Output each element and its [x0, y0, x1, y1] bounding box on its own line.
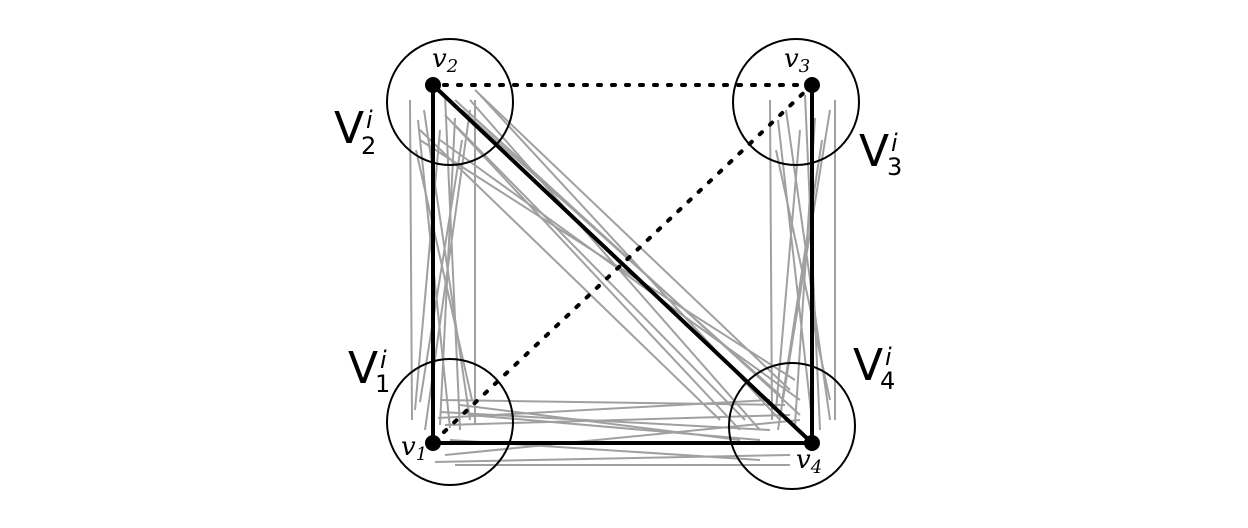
- svg-text:4: 4: [880, 367, 895, 395]
- background-edges: [409, 89, 836, 466]
- background-edge: [434, 454, 791, 463]
- background-edge: [444, 419, 801, 456]
- background-edge: [444, 94, 461, 431]
- vertex-dot-v1: [425, 435, 441, 451]
- svg-text:1: 1: [375, 370, 390, 398]
- background-edge: [419, 139, 463, 403]
- svg-text:3: 3: [887, 153, 902, 181]
- background-edge: [439, 399, 786, 406]
- solid-edges: [431, 83, 814, 445]
- set-label-v4: V i 4: [853, 340, 895, 395]
- cluster-circle-v3: [732, 38, 860, 166]
- vertex-dot-v4: [804, 435, 820, 451]
- set-label-v3: V i 3: [859, 126, 902, 181]
- vertex-dots: [425, 77, 820, 451]
- background-edge: [419, 129, 721, 421]
- set-label-v2: V i 2: [334, 103, 376, 160]
- svg-text:i: i: [380, 346, 387, 374]
- background-edge: [469, 414, 761, 441]
- solid-edge-v2-v4: [431, 83, 814, 445]
- background-edge: [777, 119, 813, 421]
- background-edge: [414, 129, 441, 411]
- svg-text:i: i: [885, 343, 892, 371]
- svg-text:2: 2: [361, 132, 376, 160]
- cluster-circle-v1: [386, 358, 514, 486]
- cluster-circles: [386, 38, 860, 490]
- vertex-dot-v2: [425, 77, 441, 93]
- cluster-circle-v4: [728, 362, 856, 490]
- cluster-circle-v2: [386, 38, 514, 166]
- vertex-label-v4: v4: [796, 445, 822, 478]
- svg-text:V: V: [859, 126, 889, 177]
- background-edge: [409, 99, 413, 421]
- background-edge: [474, 89, 791, 391]
- background-edge: [454, 124, 746, 421]
- svg-text:i: i: [366, 106, 373, 134]
- vertex-label-v2: v2: [432, 44, 458, 77]
- dotted-edge-v1-v3: [442, 83, 814, 434]
- svg-text:V: V: [334, 103, 364, 154]
- background-edge: [444, 414, 791, 426]
- background-edge: [775, 149, 831, 401]
- background-edge: [439, 139, 801, 401]
- set-label-v1: V i 1: [348, 343, 390, 398]
- dotted-edges: [442, 83, 814, 434]
- svg-text:V: V: [853, 340, 883, 391]
- background-edge: [415, 149, 473, 401]
- background-edge: [444, 114, 741, 431]
- vertex-label-v3: v3: [784, 44, 810, 77]
- vertex-dot-v3: [804, 77, 820, 93]
- svg-text:i: i: [891, 129, 898, 157]
- vertex-label-v1: v1: [401, 432, 427, 465]
- svg-text:V: V: [348, 343, 378, 394]
- background-edge: [419, 139, 796, 381]
